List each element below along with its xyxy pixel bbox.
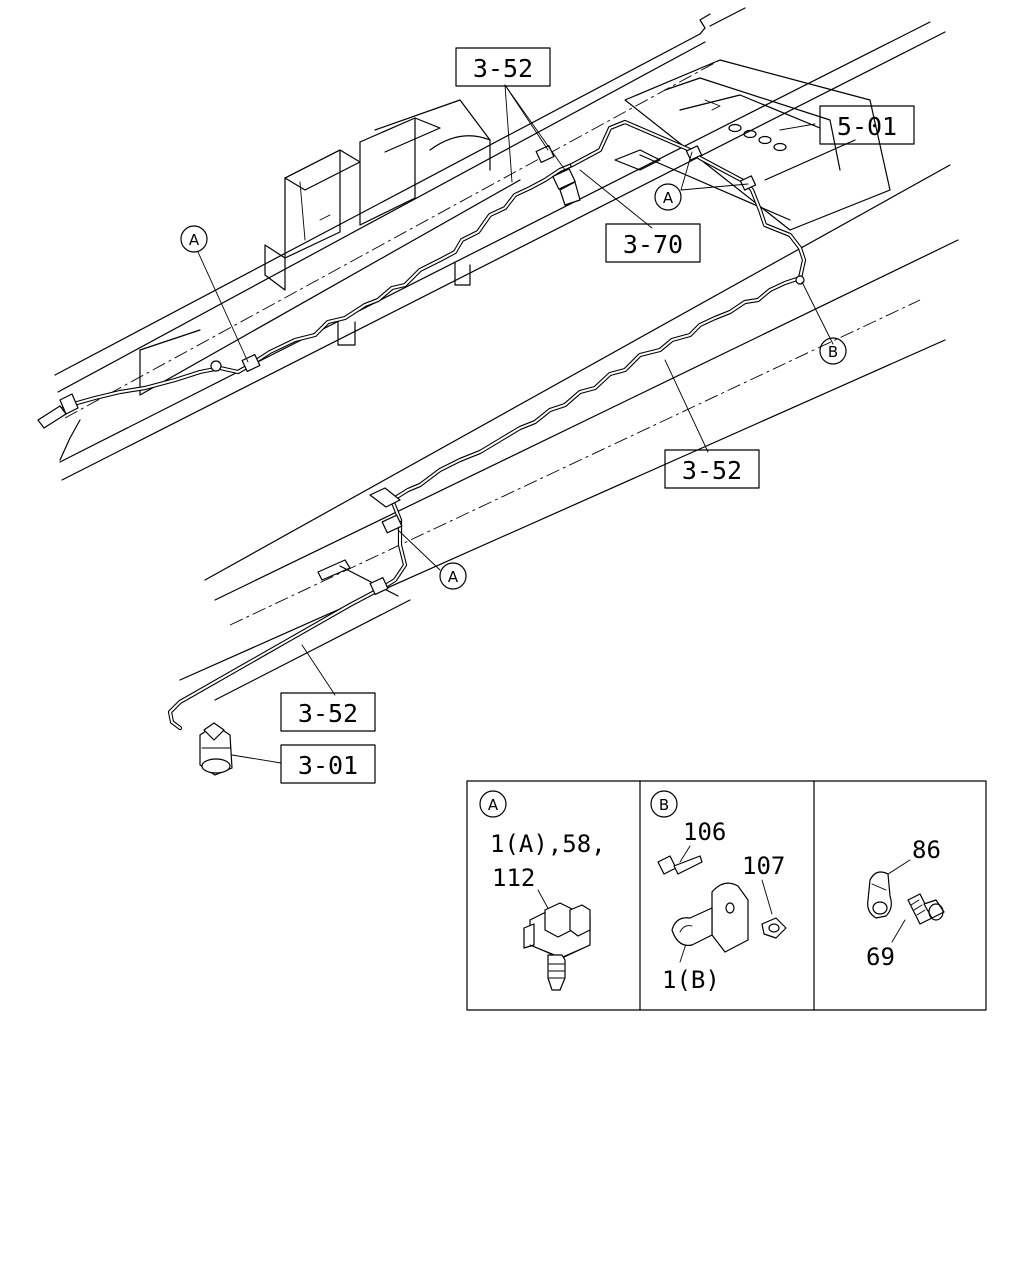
callout-label: 3-52 — [473, 54, 533, 83]
leader-lines — [197, 84, 834, 764]
part-69-label: 69 — [866, 943, 895, 971]
part-107-label: 107 — [742, 852, 785, 880]
clip-a-illustration — [523, 902, 591, 991]
panel-a-parts-line-1: 1(A),58, — [490, 830, 606, 858]
part-1b-label: 1(B) — [662, 966, 720, 994]
marker-letter: A — [448, 568, 459, 586]
pipe-3-70 — [569, 119, 807, 281]
crossmember — [614, 59, 891, 231]
lower-brake-pipe — [167, 275, 803, 731]
clip-86-illustration — [867, 871, 892, 919]
callout-label: 3-52 — [682, 456, 742, 485]
detail-panel-a: A 1(A),58, 112 — [479, 790, 606, 991]
callout-label: 3-01 — [298, 751, 358, 780]
marker-a-middle: A — [439, 562, 467, 590]
callout-3-52-top: 3-52 — [455, 47, 551, 87]
callout-3-52-lower: 3-52 — [280, 692, 376, 732]
panel-a-marker: A — [488, 796, 499, 814]
wheel-cylinder — [199, 722, 233, 776]
upper-frame-rail — [54, 7, 946, 481]
panel-b-marker: B — [659, 796, 669, 814]
marker-b-right: B — [819, 337, 847, 365]
detail-panel-c: 86 69 — [866, 836, 945, 971]
callout-3-52-middle: 3-52 — [664, 449, 760, 489]
callout-3-70: 3-70 — [605, 223, 701, 263]
callout-label: 3-52 — [298, 699, 358, 728]
detail-panels — [466, 780, 987, 1011]
detail-panel-b: B 106 107 1(B) — [650, 790, 787, 994]
callout-label: 5-01 — [837, 112, 897, 141]
marker-letter: A — [663, 189, 674, 207]
panel-a-parts-line-2: 112 — [492, 864, 535, 892]
marker-a-left: A — [180, 225, 208, 253]
marker-a-top: A — [654, 183, 682, 211]
part-86-label: 86 — [912, 836, 941, 864]
clip-b-illustration — [657, 855, 787, 953]
callout-3-01: 3-01 — [280, 744, 376, 784]
lower-frame-rail — [179, 164, 959, 701]
callout-5-01: 5-01 — [819, 105, 915, 145]
marker-letter: A — [189, 231, 200, 249]
transmission-housing — [264, 99, 491, 346]
upper-brake-pipe — [37, 162, 575, 461]
callout-label: 3-70 — [623, 230, 683, 259]
bolt-69-illustration — [907, 893, 945, 925]
marker-letter: B — [828, 343, 838, 361]
part-106-label: 106 — [683, 818, 726, 846]
